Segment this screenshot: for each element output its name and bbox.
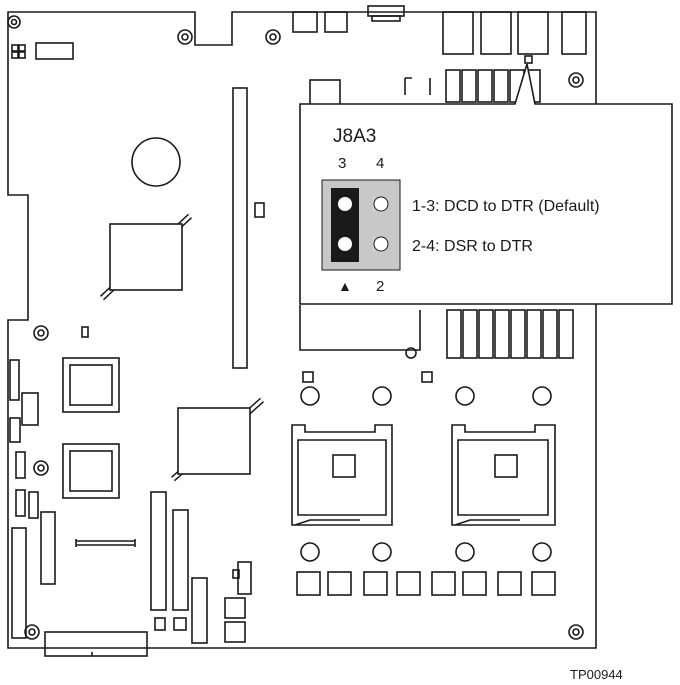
riser-slot bbox=[232, 87, 248, 369]
jumper-callout: J8A3 3 4 1-3: DCD to DTR (Default) 2-4: … bbox=[299, 63, 673, 305]
figure-id: TP00944 bbox=[570, 667, 623, 682]
pin-1 bbox=[338, 237, 352, 251]
chipset-heatsink bbox=[99, 213, 193, 301]
rear-io-connectors bbox=[292, 5, 587, 55]
pin-label-2: 2 bbox=[376, 278, 384, 295]
board-outline bbox=[7, 11, 597, 649]
pin-label-3: 3 bbox=[338, 155, 346, 172]
memory-slots-lower bbox=[299, 305, 574, 359]
second-heatsink bbox=[171, 397, 264, 482]
pin1-marker-icon: ▲ bbox=[338, 278, 352, 294]
cmos-battery bbox=[131, 137, 181, 187]
top-left-components bbox=[11, 42, 74, 60]
vrm-components bbox=[296, 571, 556, 596]
pin-4 bbox=[373, 196, 389, 212]
mounting-holes bbox=[7, 15, 584, 640]
pin-label-4: 4 bbox=[376, 155, 384, 172]
cpu-socket-2 bbox=[421, 371, 556, 562]
pin-3 bbox=[338, 197, 352, 211]
setting-2-4: 2-4: DSR to DTR bbox=[412, 238, 533, 255]
jumper-title: J8A3 bbox=[333, 126, 376, 147]
pin-2 bbox=[373, 236, 389, 252]
setting-1-3: 1-3: DCD to DTR (Default) bbox=[412, 198, 600, 215]
ic-chips bbox=[62, 357, 120, 499]
drive-connectors bbox=[44, 491, 252, 657]
left-components bbox=[9, 326, 89, 639]
cpu-socket-1 bbox=[291, 371, 393, 562]
